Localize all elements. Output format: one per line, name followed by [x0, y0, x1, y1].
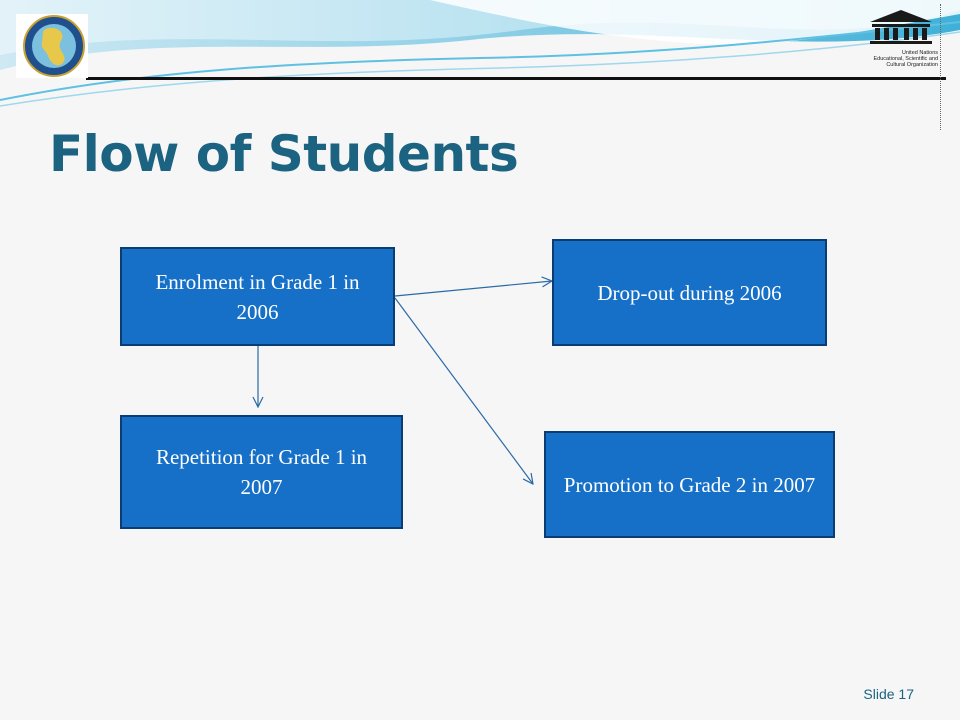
- node-dropout: Drop-out during 2006: [552, 239, 827, 346]
- mekong-institute-logo: [16, 14, 88, 78]
- node-enrolment: Enrolment in Grade 1 in 2006: [120, 247, 395, 346]
- node-dropout-label: Drop-out during 2006: [597, 280, 782, 305]
- arrow-enrolment-to-promotion: [394, 297, 533, 484]
- arrow-enrolment-to-dropout: [394, 281, 552, 297]
- unesco-line-2: Educational, Scientific and: [873, 56, 938, 62]
- slide-title: Flow of Students: [49, 125, 519, 183]
- unesco-logo: United Nations Educational, Scientific a…: [864, 8, 938, 74]
- unesco-caption: United Nations Educational, Scientific a…: [864, 50, 938, 68]
- node-repetition: Repetition for Grade 1 in 2007: [120, 415, 403, 529]
- node-enrolment-label: Enrolment in Grade 1 in 2006: [155, 269, 360, 324]
- unesco-line-1: United Nations: [901, 50, 938, 56]
- header-wave-background: [0, 0, 960, 110]
- unesco-line-3: Cultural Organization: [886, 62, 938, 68]
- dotted-divider: [940, 4, 945, 130]
- unesco-temple-icon: [870, 10, 932, 44]
- node-promotion: Promotion to Grade 2 in 2007: [544, 431, 835, 538]
- slide-number: Slide 17: [863, 686, 914, 702]
- node-repetition-label: Repetition for Grade 1 in 2007: [155, 445, 368, 499]
- header-divider: [86, 77, 946, 80]
- node-promotion-label: Promotion to Grade 2 in 2007: [563, 472, 816, 497]
